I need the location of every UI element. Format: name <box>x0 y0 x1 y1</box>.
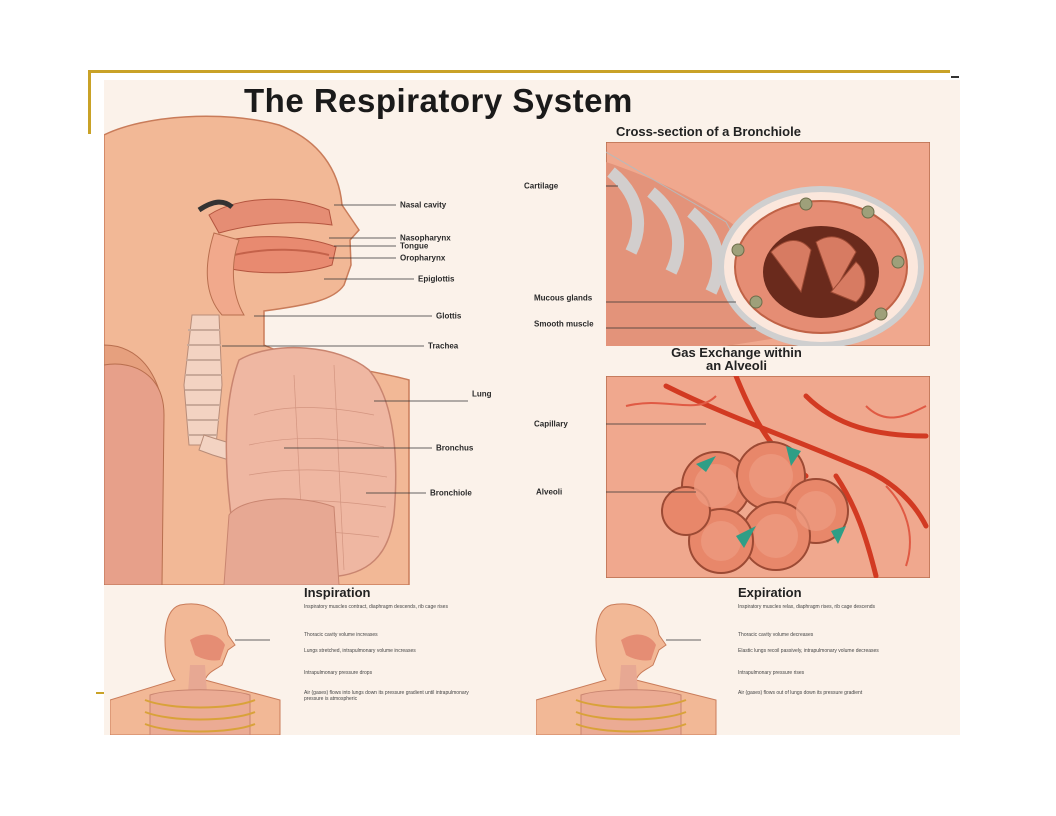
alveoli-gas-exchange-illustration <box>606 376 930 578</box>
inspiration-note-2: Thoracic cavity volume increases <box>304 632 378 638</box>
bronchiole-cross-section-illustration <box>606 142 930 346</box>
gas-exchange-heading-text: Gas Exchange within an Alveoli <box>671 345 802 373</box>
inspiration-note-5: Air (gases) flows into lungs down its pr… <box>304 690 469 702</box>
poster-title: The Respiratory System <box>244 82 633 119</box>
respiratory-poster: The Respiratory System <box>104 80 960 735</box>
expiration-note-2: Thoracic cavity volume decreases <box>738 632 814 638</box>
inspiration-note-4: Intrapulmonary pressure drops <box>304 670 373 676</box>
label-tongue: Tongue <box>400 241 429 251</box>
label-glottis: Glottis <box>436 311 462 321</box>
expiration-figure <box>536 603 717 735</box>
inspiration-note-1: Inspiratory muscles contract, diaphragm … <box>304 604 448 610</box>
label-epiglottis: Epiglottis <box>418 274 455 284</box>
expiration-note-4: Intrapulmonary pressure rises <box>738 670 805 676</box>
label-alveoli: Alveoli <box>536 487 563 497</box>
label-oropharynx: Oropharynx <box>400 253 446 263</box>
expiration-note-3: Elastic lungs recoil passively, intrapul… <box>738 648 879 654</box>
label-cartilage: Cartilage <box>524 181 559 191</box>
label-smooth-muscle: Smooth muscle <box>534 319 594 329</box>
head-torso-anatomy-illustration <box>104 115 468 585</box>
gas-exchange-heading: Gas Exchange within an Alveoli <box>664 346 809 372</box>
slide-frame-top-border <box>88 70 950 73</box>
label-capillary: Capillary <box>534 419 568 429</box>
inspiration-note-3: Lungs stretched, intrapulmonary volume i… <box>304 648 416 654</box>
label-nasal-cavity: Nasal cavity <box>400 200 447 210</box>
cross-section-heading: Cross-section of a Bronchiole <box>616 124 801 139</box>
label-nasopharynx: Nasopharynx <box>400 233 451 243</box>
label-bronchiole: Bronchiole <box>430 488 472 498</box>
expiration-note-1: Inspiratory muscles relax, diaphragm ris… <box>738 604 876 610</box>
label-lung: Lung <box>472 389 492 399</box>
label-trachea: Trachea <box>428 341 459 351</box>
inspiration-heading: Inspiration <box>304 585 371 600</box>
slide-frame-corner-tick <box>951 76 959 78</box>
slide-frame-bottom-dash <box>96 692 106 694</box>
label-mucous-glands: Mucous glands <box>534 293 593 303</box>
expiration-note-5: Air (gases) flows out of lungs down its … <box>738 690 863 696</box>
label-bronchus: Bronchus <box>436 443 474 453</box>
inspiration-figure <box>110 603 281 735</box>
expiration-heading: Expiration <box>738 585 802 600</box>
slide-frame-left-border <box>88 70 91 134</box>
